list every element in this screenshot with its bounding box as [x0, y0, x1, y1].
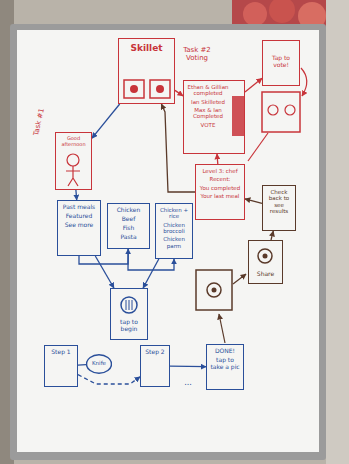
- results-screen: Check back to see results: [262, 185, 296, 231]
- icon-square: [150, 80, 170, 98]
- flow-connector: [75, 190, 77, 200]
- screen-title: DONE!: [210, 348, 240, 355]
- screen-text: Beef: [111, 216, 146, 223]
- person-body: [66, 166, 80, 186]
- phone-screen: [196, 270, 232, 310]
- screen-text: Ian Skilleted: [187, 99, 241, 105]
- board-frame: [10, 24, 326, 460]
- screen-title: Chicken: [111, 207, 146, 214]
- screen-title: Past meals: [61, 204, 97, 211]
- flow-connector: [245, 78, 262, 92]
- share-icon: [258, 249, 272, 263]
- person-head: [67, 154, 79, 166]
- screen-title: Tap to vote!: [266, 55, 296, 69]
- flow-connector: [170, 366, 206, 368]
- profile-screen: Level 3: chefRecent: You completedYour la…: [195, 164, 245, 220]
- face: [285, 105, 295, 115]
- step-screen: Step 1: [44, 345, 78, 387]
- home-screen: Good afternoon: [55, 132, 92, 190]
- screen-title: Level 3: chef: [199, 168, 241, 174]
- flow-connector: [216, 154, 218, 164]
- note-label: Task #1: [32, 105, 47, 140]
- flow-arrow: [219, 314, 225, 343]
- bubble-outline: [87, 355, 112, 373]
- tool-bubble: Knife: [86, 354, 112, 374]
- start-icon: [126, 300, 132, 310]
- screen-title: Ethan & Gillian completed: [187, 84, 241, 97]
- icon-dot: [130, 85, 138, 93]
- screen-title: Step 1: [48, 349, 74, 356]
- screen-text: Your last meal: [199, 193, 241, 199]
- board-surface: [17, 30, 319, 452]
- app-screen: Skillet: [118, 38, 175, 104]
- screen-text: Pasta: [111, 234, 146, 241]
- flow-connector: [92, 104, 120, 138]
- voting-screen: Ethan & Gillian completedIan SkilletedMa…: [183, 80, 245, 154]
- done-screen: DONE! tap to take a pic: [206, 344, 244, 390]
- screen-text: Recent:: [199, 176, 241, 182]
- flow-arrow: [301, 68, 307, 96]
- screen-title: Knife: [89, 360, 109, 366]
- category-screen: ChickenBeefFishPasta: [107, 203, 150, 249]
- screen-text: Featured: [61, 213, 97, 220]
- screen-text: Chicken parm: [159, 236, 189, 249]
- screen-text: VOTE: [187, 122, 241, 128]
- flow-connector: [271, 231, 273, 240]
- menu-screen: Past mealsFeaturedSee more: [57, 200, 101, 256]
- flow-arrow: [233, 274, 246, 284]
- vote-bar: [232, 96, 244, 136]
- share-icon: [263, 254, 268, 259]
- face: [268, 105, 278, 115]
- screen-title: Step 2: [144, 349, 166, 356]
- screen-title: tap to begin: [114, 319, 144, 333]
- screen-title: Good afternoon: [59, 136, 88, 148]
- flow-connector: [95, 256, 114, 288]
- start-screen: tap to begin: [110, 288, 148, 340]
- note-label: Task #2 Voting: [178, 46, 216, 62]
- apple: [269, 0, 295, 23]
- flow-connector: [245, 199, 262, 204]
- screen-text: Max & Ian Completed: [187, 107, 241, 120]
- screen-title: Check back to see results: [266, 189, 292, 214]
- screen-text: tap to take a pic: [210, 357, 240, 371]
- phone-screen: [262, 92, 300, 132]
- camera-icon: [207, 283, 221, 297]
- flow-line: [248, 133, 268, 161]
- flow-connector: [78, 375, 140, 384]
- screen-title: Chicken + rice: [159, 207, 189, 220]
- recipe-list: Chicken + riceChicken broccoliChicken pa…: [155, 203, 193, 259]
- flow-connector: [175, 90, 183, 96]
- start-icon: [121, 297, 137, 313]
- share-screen: Share: [248, 240, 283, 284]
- note-label: ...: [176, 378, 200, 387]
- flow-connector: [143, 259, 159, 288]
- step-screen: Step 2: [140, 345, 170, 387]
- screen-text: See more: [61, 222, 97, 229]
- screen-title: Share: [252, 271, 279, 278]
- phone-screen: Tap to vote!: [262, 40, 300, 86]
- apple: [243, 2, 267, 26]
- icon-dot: [156, 85, 164, 93]
- screen-text: Fish: [111, 225, 146, 232]
- flow-connector: [78, 364, 86, 366]
- screen-text: You completed: [199, 185, 241, 191]
- screen-text: Chicken broccoli: [159, 222, 189, 235]
- screen-title: Skillet: [122, 43, 171, 53]
- icon-square: [124, 80, 144, 98]
- wall-right: [326, 0, 349, 464]
- camera-icon: [212, 288, 217, 293]
- flow-connector: [161, 104, 195, 192]
